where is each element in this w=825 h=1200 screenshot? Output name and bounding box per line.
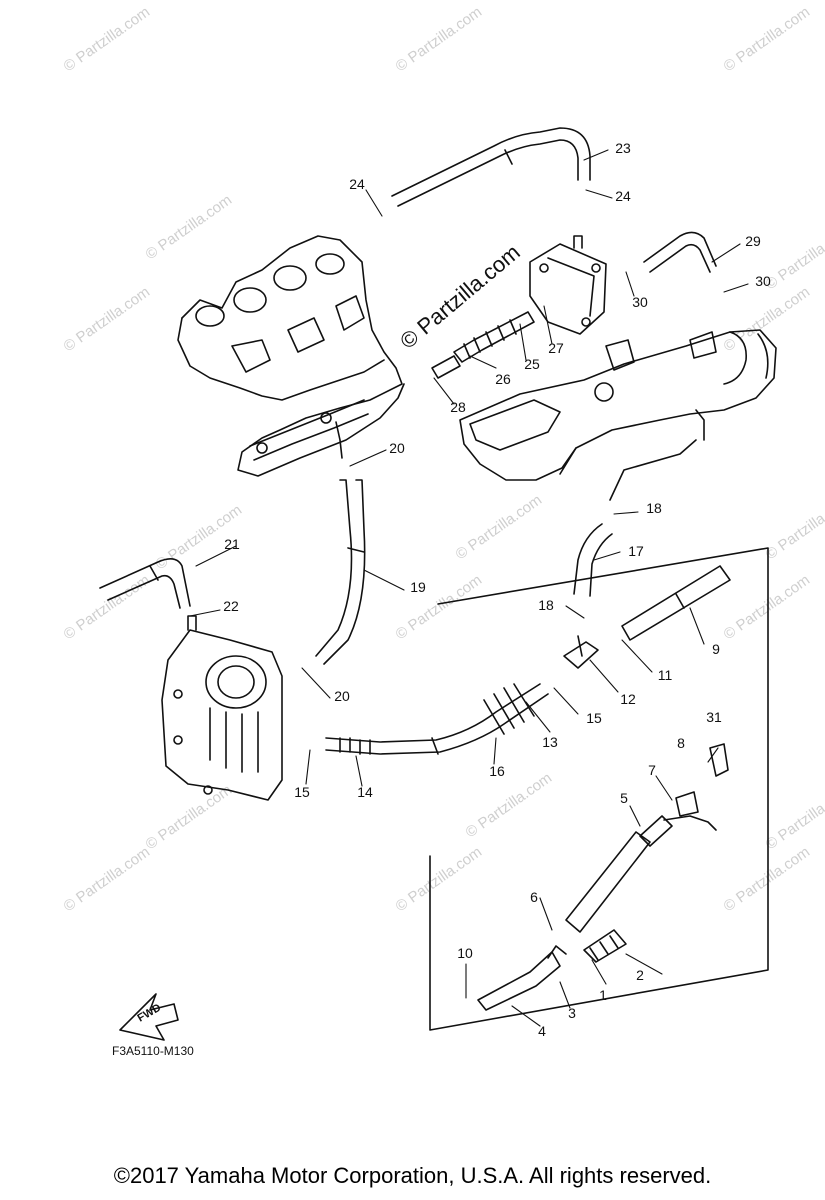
leader-lines: [189, 149, 749, 1027]
callout-29: 29: [745, 233, 761, 249]
callout-9: 9: [712, 641, 720, 657]
callout-15: 15: [294, 784, 310, 800]
hose-29: [643, 231, 717, 273]
watermark-text: © Partzilla.com: [143, 781, 236, 853]
group-frame: [429, 547, 769, 1031]
callout-11: 11: [658, 667, 673, 683]
callout-24: 24: [349, 176, 365, 192]
fwd-arrow: [119, 993, 179, 1041]
callout-31: 31: [706, 709, 722, 725]
watermark-text: © Partzilla.com: [61, 571, 154, 643]
watermark-text: © Partzilla.com: [453, 491, 546, 563]
callout-27: 27: [548, 340, 564, 356]
hose-14: [325, 683, 549, 755]
hose-26: [431, 311, 535, 379]
vapor-separator: [161, 615, 283, 801]
callout-20: 20: [334, 688, 350, 704]
watermark-text: © Partzilla.com: [763, 221, 825, 293]
callout-7: 7: [648, 762, 656, 778]
fwd-label: FWD: [136, 1002, 164, 1025]
watermark-text: © Partzilla.com: [721, 843, 814, 915]
callout-30: 30: [632, 294, 648, 310]
callout-17: 17: [628, 543, 644, 559]
watermark-text: © Partzilla.com: [763, 781, 825, 853]
hose-17: [573, 523, 613, 597]
watermark-text: © Partzilla.com: [61, 283, 154, 355]
watermark-text: © Partzilla.com: [463, 769, 556, 841]
watermark-text: © Partzilla.com: [763, 491, 825, 563]
callout-layer: 1234567891011121314151516171818192020212…: [223, 140, 771, 1039]
watermark-text: © Partzilla.com: [61, 843, 154, 915]
callout-4: 4: [538, 1023, 546, 1039]
watermark-text: © Partzilla.com: [61, 3, 154, 75]
callout-8: 8: [677, 735, 685, 751]
hose-21: [99, 558, 191, 609]
hose-9: [563, 565, 731, 669]
watermark-text: © Partzilla.com: [721, 3, 814, 75]
leader-18-upper: [609, 439, 697, 501]
callout-21: 21: [224, 536, 240, 552]
callout-6: 6: [530, 889, 538, 905]
pilot-water-parts: [477, 743, 729, 1011]
callout-20: 20: [389, 440, 405, 456]
diagram-code: F3A5110-M130: [112, 1044, 194, 1058]
callout-23: 23: [615, 140, 631, 156]
watermark-text: © Partzilla.com: [721, 283, 814, 355]
callout-22: 22: [223, 598, 239, 614]
watermark-text: © Partzilla.com: [721, 571, 814, 643]
callout-30: 30: [755, 273, 771, 289]
callout-5: 5: [620, 790, 628, 806]
watermark-text: © Partzilla.com: [393, 3, 486, 75]
callout-1: 1: [599, 987, 607, 1003]
copyright-footer: ©2017 Yamaha Motor Corporation, U.S.A. A…: [113, 1163, 712, 1188]
callout-10: 10: [457, 945, 473, 961]
callout-16: 16: [489, 763, 505, 779]
callout-2: 2: [636, 967, 644, 983]
exhaust-guide: [459, 329, 777, 481]
hose-23: [391, 127, 591, 207]
hose-19: [315, 479, 366, 665]
callout-14: 14: [357, 784, 373, 800]
callout-19: 19: [410, 579, 426, 595]
callout-15: 15: [586, 710, 602, 726]
callout-18: 18: [646, 500, 662, 516]
callout-3: 3: [568, 1005, 576, 1021]
callout-12: 12: [620, 691, 636, 707]
exhaust-manifold: [177, 235, 405, 477]
watermark-text: © Partzilla.com: [393, 571, 486, 643]
watermark-text: © Partzilla.com: [143, 191, 236, 263]
thermostat-cover: [529, 235, 607, 335]
callout-28: 28: [450, 399, 466, 415]
callout-24: 24: [615, 188, 631, 204]
callout-26: 26: [495, 371, 511, 387]
watermark-layer: © Partzilla.com© Partzilla.com© Partzill…: [61, 3, 825, 915]
callout-18: 18: [538, 597, 554, 613]
callout-25: 25: [524, 356, 540, 372]
callout-13: 13: [542, 734, 558, 750]
watermark-text: © Partzilla.com: [393, 843, 486, 915]
